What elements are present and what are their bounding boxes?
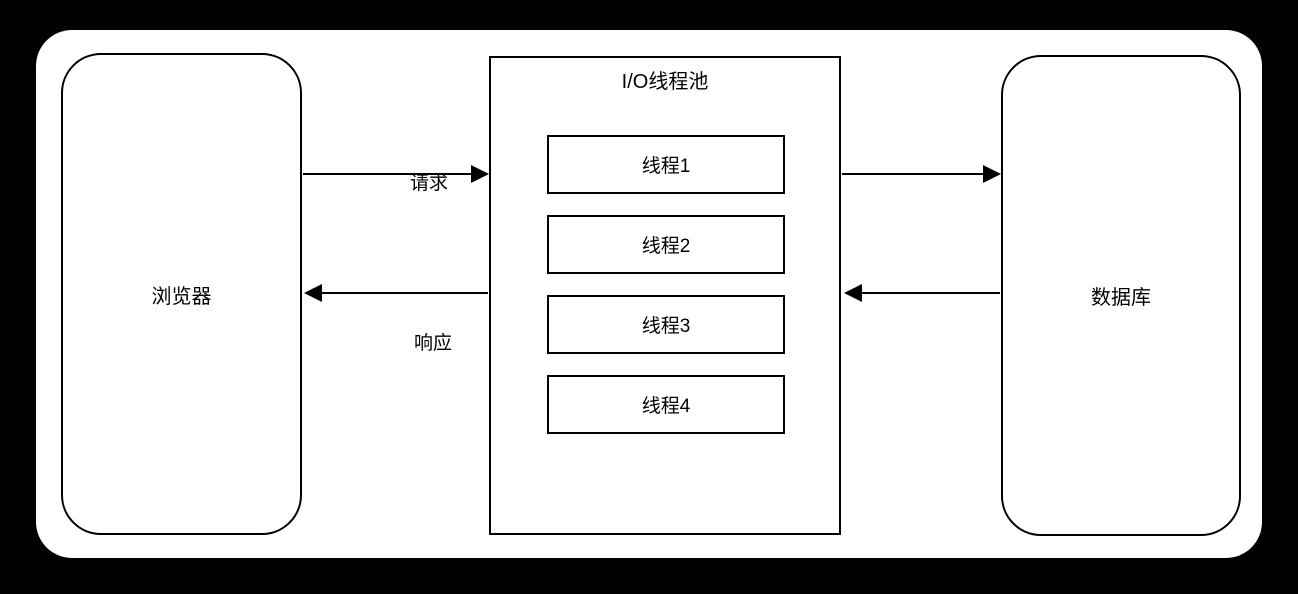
database-node: 数据库 [1001, 55, 1241, 536]
thread-pool-title: I/O线程池 [621, 71, 709, 93]
database-label: 数据库 [1091, 287, 1151, 309]
thread-pool-node: I/O线程池 线程1 线程2 线程3 线程4 [489, 56, 841, 535]
thread-node-3: 线程3 [547, 295, 785, 354]
response-edge-label: 响应 [413, 333, 452, 354]
diagram-canvas: 浏览器 I/O线程池 线程1 线程2 线程3 线程4 数据库 请求 响应 [36, 30, 1262, 558]
request-edge-label: 请求 [409, 173, 448, 194]
thread-label: 线程4 [641, 396, 691, 417]
thread-label: 线程2 [641, 236, 691, 257]
browser-label: 浏览器 [151, 285, 212, 308]
thread-node-1: 线程1 [547, 135, 785, 194]
thread-node-4: 线程4 [547, 375, 785, 434]
browser-node: 浏览器 [61, 53, 302, 535]
thread-label: 线程1 [641, 156, 691, 177]
thread-node-2: 线程2 [547, 215, 785, 274]
thread-label: 线程3 [641, 316, 691, 337]
